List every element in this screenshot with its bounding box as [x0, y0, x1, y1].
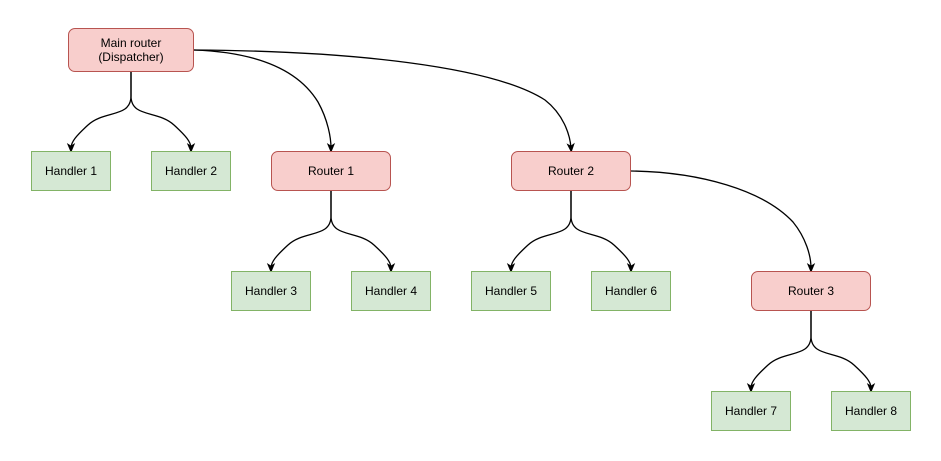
node-handler-6[interactable]: Handler 6	[591, 271, 671, 311]
edge-router-3-to-handler-8	[810, 310, 876, 393]
node-label-router-2: Router 2	[547, 164, 595, 178]
node-label-handler-5: Handler 5	[484, 284, 538, 298]
node-label-handler-2: Handler 2	[164, 164, 218, 178]
node-handler-3[interactable]: Handler 3	[231, 271, 311, 311]
node-handler-8[interactable]: Handler 8	[831, 391, 911, 431]
node-handler-5[interactable]: Handler 5	[471, 271, 551, 311]
node-router-3[interactable]: Router 3	[751, 271, 871, 311]
node-router-2[interactable]: Router 2	[511, 151, 631, 191]
node-handler-1[interactable]: Handler 1	[31, 151, 111, 191]
node-handler-4[interactable]: Handler 4	[351, 271, 431, 311]
node-label-router-1: Router 1	[307, 164, 355, 178]
edge-router-2-to-handler-6	[570, 190, 636, 273]
edge-main-router-to-handler-2	[130, 71, 196, 153]
edge-main-router-to-handler-1	[66, 71, 132, 153]
node-label-handler-4: Handler 4	[364, 284, 418, 298]
edge-router-3-to-handler-7	[746, 310, 812, 393]
edge-router-1-to-handler-3	[266, 190, 332, 273]
edge-router-1-to-handler-4	[330, 190, 396, 273]
node-label-router-3: Router 3	[787, 284, 835, 298]
node-router-1[interactable]: Router 1	[271, 151, 391, 191]
node-label-main-router: Main router (Dispatcher)	[98, 36, 164, 64]
node-label-handler-3: Handler 3	[244, 284, 298, 298]
node-handler-7[interactable]: Handler 7	[711, 391, 791, 431]
node-label-handler-6: Handler 6	[604, 284, 658, 298]
edge-router-2-to-router-3	[630, 170, 816, 273]
node-main-router[interactable]: Main router (Dispatcher)	[68, 28, 194, 72]
edge-main-router-to-router-1	[193, 49, 336, 153]
edge-router-2-to-handler-5	[506, 190, 572, 273]
edge-main-router-to-router-2	[193, 49, 575, 153]
node-handler-2[interactable]: Handler 2	[151, 151, 231, 191]
node-label-handler-8: Handler 8	[844, 404, 898, 418]
node-label-handler-7: Handler 7	[724, 404, 778, 418]
edges-group	[66, 49, 876, 393]
node-label-handler-1: Handler 1	[44, 164, 98, 178]
